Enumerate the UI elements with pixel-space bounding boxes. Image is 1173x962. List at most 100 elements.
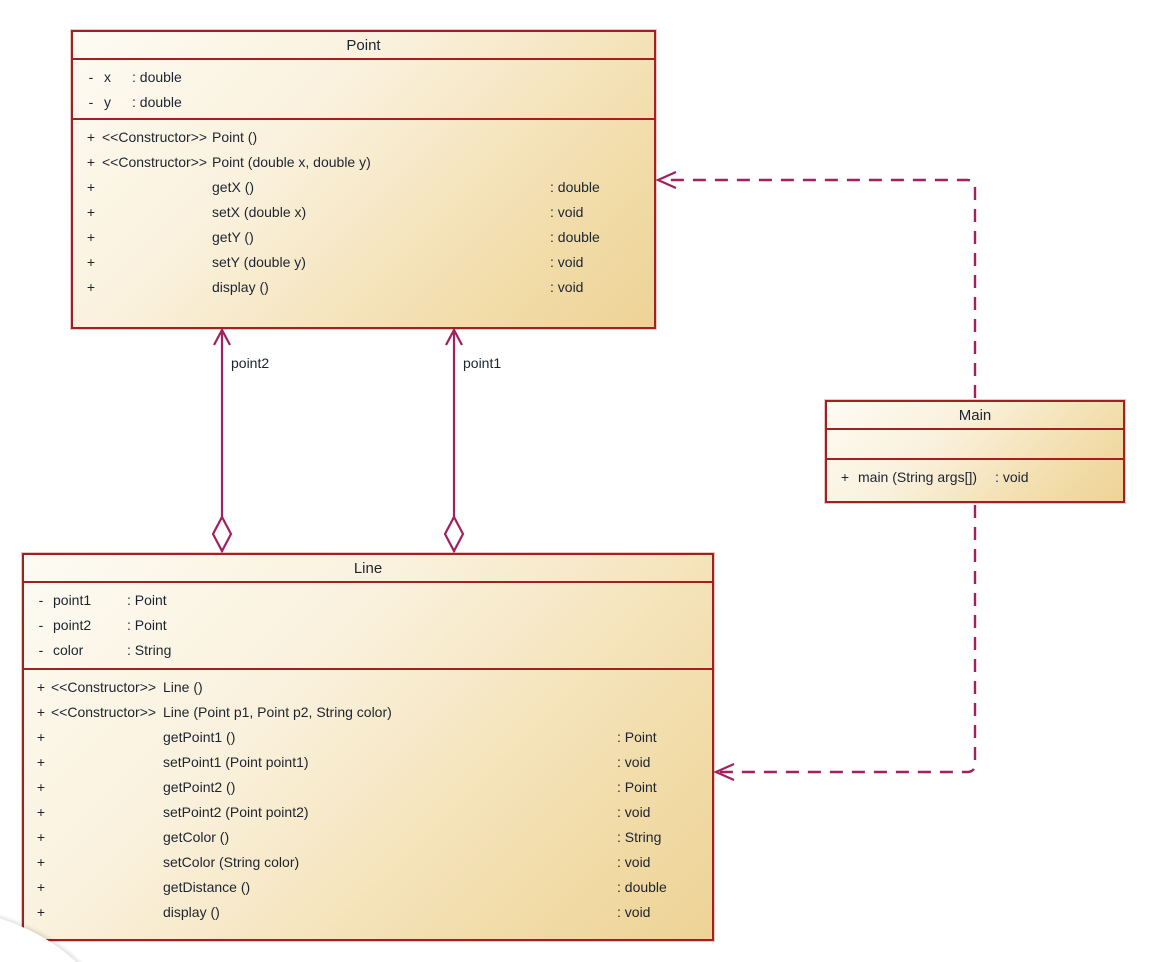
operation-return-type: : void xyxy=(550,204,584,220)
visibility-marker: + xyxy=(36,679,46,695)
operation-signature: setX (double x) xyxy=(212,204,307,220)
operation-signature: getPoint1 () xyxy=(163,729,236,745)
operation-signature: display () xyxy=(163,904,220,920)
visibility-marker: + xyxy=(840,469,850,485)
operation-signature: Point () xyxy=(212,129,258,145)
attribute-separator: : xyxy=(132,94,136,110)
stereotype: <<Constructor>> xyxy=(102,154,208,170)
attributes-compartment-line: - point1: Point - point2: Point - color:… xyxy=(24,583,712,668)
visibility-marker: + xyxy=(86,229,96,245)
aggregation-point2 xyxy=(211,327,233,554)
visibility-marker: - xyxy=(38,592,44,608)
operation-row: + setY (double y) : void xyxy=(73,250,654,275)
operation-row: + <<Constructor>> Point () xyxy=(73,125,654,150)
attribute-name: color xyxy=(53,642,84,658)
attribute-separator: : xyxy=(127,642,131,658)
visibility-marker: + xyxy=(86,129,96,145)
operation-return-type: : Point xyxy=(617,729,657,745)
operation-signature: Line (Point p1, Point p2, String color) xyxy=(163,704,392,720)
attribute-type: Point xyxy=(134,617,167,633)
attribute-row: - x: double xyxy=(73,65,654,90)
operation-signature: getDistance () xyxy=(163,879,251,895)
attribute-name: point1 xyxy=(53,592,92,608)
operation-return-type: : void xyxy=(995,469,1029,485)
operation-return-type: : String xyxy=(617,829,662,845)
association-label-point1: point1 xyxy=(463,355,502,371)
stereotype: <<Constructor>> xyxy=(51,679,157,695)
operation-row: + main (String args[]) : void xyxy=(827,465,1123,490)
class-box-line[interactable]: Line - point1: Point - point2: Point - c… xyxy=(22,553,714,941)
operation-signature: Line () xyxy=(163,679,203,695)
operation-row: + setX (double x) : void xyxy=(73,200,654,225)
operation-signature: getColor () xyxy=(163,829,230,845)
operation-return-type: : void xyxy=(550,254,584,270)
attribute-row: - point1: Point xyxy=(24,588,712,613)
operation-return-type: : double xyxy=(617,879,667,895)
visibility-marker: + xyxy=(36,879,46,895)
class-name-line: Line xyxy=(24,555,712,583)
open-diamond-icon xyxy=(443,514,465,554)
class-box-main[interactable]: Main + main (String args[]) : void xyxy=(825,400,1125,503)
visibility-marker: - xyxy=(88,69,94,85)
stereotype: <<Constructor>> xyxy=(51,704,157,720)
operation-return-type: : double xyxy=(550,179,600,195)
attribute-row: - y: double xyxy=(73,90,654,115)
visibility-marker: - xyxy=(88,94,94,110)
attribute-separator: : xyxy=(127,592,131,608)
visibility-marker: + xyxy=(86,154,96,170)
dependency-main-line xyxy=(713,505,977,782)
operation-return-type: : void xyxy=(617,804,651,820)
operations-compartment-point: + <<Constructor>> Point () + <<Construct… xyxy=(73,118,654,327)
visibility-marker: + xyxy=(86,279,96,295)
visibility-marker: + xyxy=(36,704,46,720)
open-arrow-icon xyxy=(445,327,463,346)
dependency-main-point xyxy=(655,170,977,398)
operation-signature: getY () xyxy=(212,229,254,245)
operation-row: + display () : void xyxy=(73,275,654,300)
operation-row: + display () : void xyxy=(24,900,712,925)
visibility-marker: + xyxy=(86,204,96,220)
attribute-type: double xyxy=(139,94,182,110)
operation-signature: setPoint2 (Point point2) xyxy=(163,804,309,820)
attribute-separator: : xyxy=(132,69,136,85)
operation-return-type: : void xyxy=(617,754,651,770)
operations-compartment-line: + <<Constructor>> Line () + <<Constructo… xyxy=(24,668,712,939)
class-name-point: Point xyxy=(73,32,654,60)
visibility-marker: + xyxy=(36,829,46,845)
visibility-marker: + xyxy=(36,779,46,795)
operation-return-type: : void xyxy=(550,279,584,295)
visibility-marker: + xyxy=(36,904,46,920)
operation-return-type: : void xyxy=(617,854,651,870)
operation-row: + getX () : double xyxy=(73,175,654,200)
operation-signature: getX () xyxy=(212,179,255,195)
visibility-marker: - xyxy=(38,617,44,633)
attribute-row: - point2: Point xyxy=(24,613,712,638)
visibility-marker: + xyxy=(36,754,46,770)
operation-signature: setColor (String color) xyxy=(163,854,300,870)
operation-signature: getPoint2 () xyxy=(163,779,236,795)
open-arrow-icon xyxy=(213,327,231,346)
operation-signature: display () xyxy=(212,279,269,295)
operation-signature: setY (double y) xyxy=(212,254,306,270)
attribute-name: point2 xyxy=(53,617,92,633)
attributes-compartment-point: - x: double - y: double xyxy=(73,60,654,118)
visibility-marker: + xyxy=(86,179,96,195)
attribute-type: Point xyxy=(134,592,167,608)
operation-return-type: : void xyxy=(617,904,651,920)
visibility-marker: - xyxy=(38,642,44,658)
operation-signature: main (String args[]) xyxy=(858,469,978,485)
open-diamond-icon xyxy=(211,514,233,554)
operation-row: + getY () : double xyxy=(73,225,654,250)
operation-row: + setPoint1 (Point point1) : void xyxy=(24,750,712,775)
class-name-main: Main xyxy=(827,402,1123,430)
operation-return-type: : double xyxy=(550,229,600,245)
attribute-name: x xyxy=(104,69,111,85)
class-box-point[interactable]: Point - x: double - y: double + <<Constr… xyxy=(71,30,656,329)
operation-signature: setPoint1 (Point point1) xyxy=(163,754,309,770)
visibility-marker: + xyxy=(36,854,46,870)
open-arrow-icon xyxy=(713,762,735,782)
operation-row: + setPoint2 (Point point2) : void xyxy=(24,800,712,825)
visibility-marker: + xyxy=(36,729,46,745)
operation-row: + <<Constructor>> Point (double x, doubl… xyxy=(73,150,654,175)
operation-row: + getDistance () : double xyxy=(24,875,712,900)
